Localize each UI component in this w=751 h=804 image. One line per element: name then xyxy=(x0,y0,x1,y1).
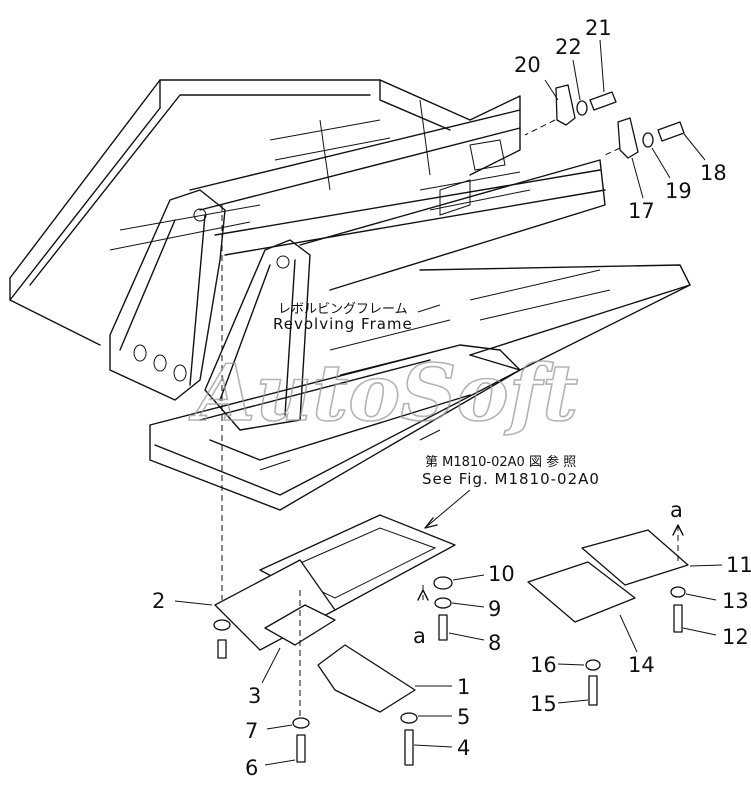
frame-caption-jp: レボルビングフレーム xyxy=(278,302,408,317)
bolt-4 xyxy=(404,729,414,766)
washer-10 xyxy=(433,576,453,590)
watermark-text: AutoSoft xyxy=(188,348,578,439)
washer-9 xyxy=(434,597,452,609)
callout-16: 16 xyxy=(530,653,557,677)
callout-15: 15 xyxy=(530,692,557,716)
frame-caption-en: Revolving Frame xyxy=(273,315,413,333)
reference-jp: 第 M1810-02A0 図 参 照 xyxy=(425,454,576,470)
washer-left xyxy=(213,619,231,631)
bolt-8 xyxy=(438,614,448,641)
callout-18: 18 xyxy=(700,161,727,185)
reference-en: See Fig. M1810-02A0 xyxy=(422,470,600,488)
callout-2: 2 xyxy=(152,589,165,613)
marker-a-right: a xyxy=(670,498,683,522)
callout-19: 19 xyxy=(665,179,692,203)
marker-a-center: a xyxy=(413,624,426,648)
callout-21: 21 xyxy=(585,16,612,40)
callout-5: 5 xyxy=(457,705,470,729)
callout-22: 22 xyxy=(555,35,582,59)
callouts: 2 3 7 6 1 5 4 10 9 8 11 13 12 14 16 15 2 xyxy=(152,16,751,780)
cover-1 xyxy=(317,644,416,713)
callout-10: 10 xyxy=(488,562,515,586)
revolving-frame-drawing xyxy=(9,79,691,600)
callout-1: 1 xyxy=(457,675,470,699)
washer-19 xyxy=(642,132,654,148)
washer-7 xyxy=(292,717,310,729)
bolt-12 xyxy=(673,604,683,633)
callout-11: 11 xyxy=(726,553,751,577)
callout-9: 9 xyxy=(488,597,501,621)
callout-12: 12 xyxy=(722,625,749,649)
bolt-21 xyxy=(589,91,617,111)
callout-3: 3 xyxy=(248,684,261,708)
callout-6: 6 xyxy=(245,756,258,780)
callout-17: 17 xyxy=(628,199,655,223)
cover-11 xyxy=(581,529,689,586)
cover-2 xyxy=(214,559,336,651)
cover-14 xyxy=(527,561,636,623)
cover-assembly-right xyxy=(527,524,689,706)
bolt-6 xyxy=(296,734,306,763)
callout-14: 14 xyxy=(628,653,655,677)
callout-20: 20 xyxy=(514,53,541,77)
callout-8: 8 xyxy=(488,631,501,655)
washer-16 xyxy=(585,659,601,671)
washer-5 xyxy=(400,712,418,724)
reference-leader xyxy=(424,489,471,529)
washer-22 xyxy=(576,100,588,116)
bracket-20 xyxy=(555,84,576,126)
washer-13 xyxy=(670,586,686,598)
bolt-15 xyxy=(588,675,598,706)
callout-7: 7 xyxy=(245,719,258,743)
bracket-assembly xyxy=(524,84,685,159)
bolt-18 xyxy=(657,121,685,142)
reference-arrowhead xyxy=(424,517,438,529)
cover-assembly-center xyxy=(213,514,456,766)
frame-caption-leader xyxy=(417,304,441,313)
bracket-17 xyxy=(617,117,639,159)
callout-4: 4 xyxy=(457,736,470,760)
callout-13: 13 xyxy=(722,589,749,613)
